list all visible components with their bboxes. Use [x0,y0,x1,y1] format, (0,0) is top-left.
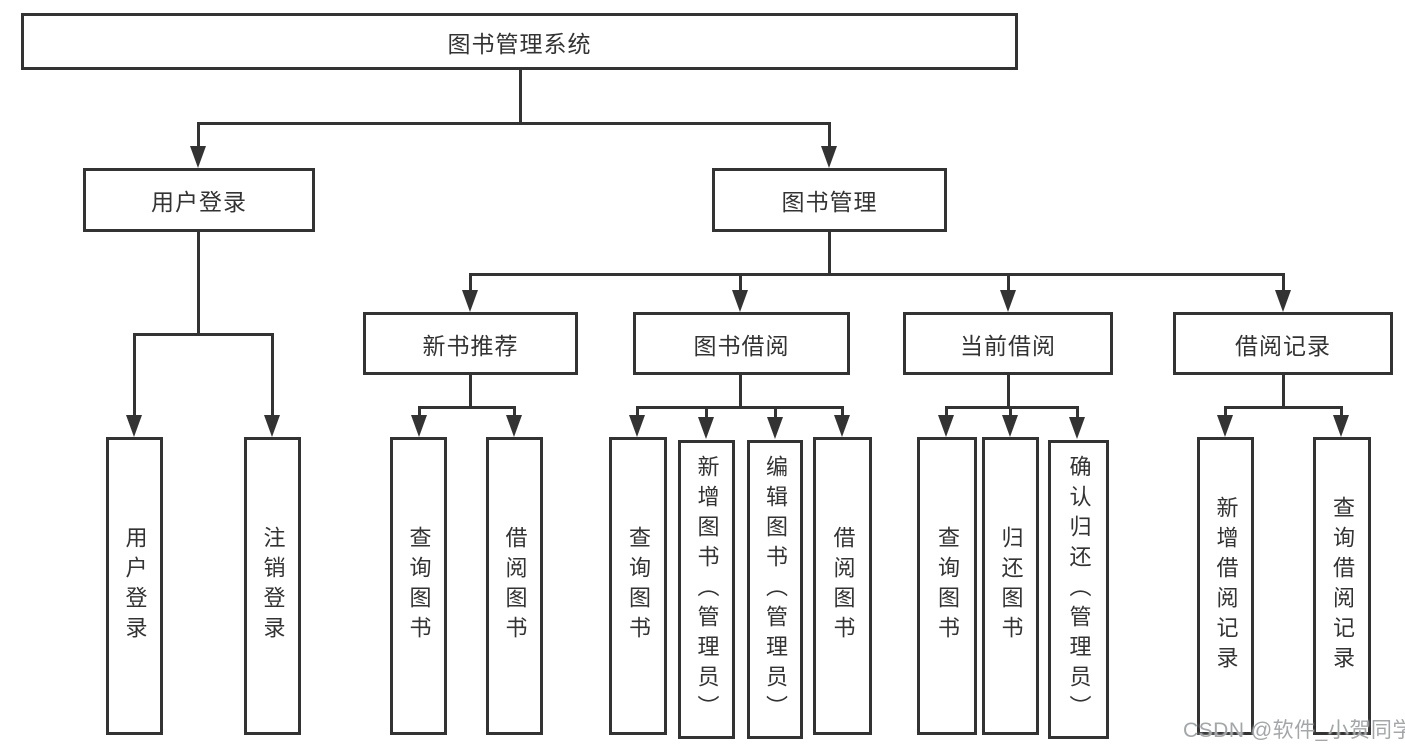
connector-line [418,406,516,409]
connector-line [418,406,421,418]
node-label: 查询图书 [406,526,432,646]
node-label: 查询图书 [935,526,960,646]
node-label: 确认归还（管理员） [1066,454,1092,725]
arrow-down-icon [629,415,645,437]
arrow-down-icon [1217,415,1233,437]
arrow-down-icon [732,290,748,312]
connector-line [636,406,844,409]
connector-line [945,406,948,418]
node-current-borrow: 当前借阅 [903,312,1113,375]
arrow-down-icon [834,415,850,437]
connector-line [513,406,516,418]
connector-line [636,406,639,418]
node-label: 当前借阅 [960,332,1056,359]
arrow-down-icon [264,415,280,437]
connector-line [945,406,1079,409]
arrow-down-icon [938,415,954,437]
connector-line [1224,406,1227,418]
connector-line [519,70,522,122]
arrow-down-icon [1333,415,1349,437]
node-label: 图书借阅 [693,332,790,359]
arrow-down-icon [126,415,142,437]
node-leaf-query-books-recommend: 查询图书 [390,437,447,735]
connector-line [1007,375,1010,406]
node-borrow-records: 借阅记录 [1173,312,1393,375]
connector-line [1007,273,1010,293]
node-label: 借阅记录 [1235,332,1331,359]
arrow-down-icon [411,415,427,437]
node-leaf-add-book-admin: 新增图书（管理员） [678,440,735,739]
connector-line [197,232,200,333]
connector-line [828,122,831,150]
connector-line [774,406,777,418]
node-label: 归还图书 [998,526,1024,646]
arrow-down-icon [1002,415,1018,437]
node-leaf-query-borrow-record: 查询借阅记录 [1313,437,1371,735]
node-leaf-borrow-books-recommend: 借阅图书 [486,437,543,735]
node-label: 借阅图书 [502,526,528,646]
node-label: 新增图书（管理员） [694,454,720,725]
connector-line [828,232,831,273]
connector-line [133,333,274,336]
connector-line [469,375,472,406]
node-label: 新书推荐 [422,332,519,359]
node-label: 查询借阅记录 [1330,496,1355,676]
node-label: 编辑图书（管理员） [763,454,788,725]
connector-line [1009,406,1012,418]
arrow-down-icon [1069,417,1085,439]
node-leaf-user-login: 用户登录 [106,437,163,735]
node-leaf-query-books-borrow: 查询图书 [609,437,667,735]
connector-line [739,375,742,406]
connector-line [1282,273,1285,293]
watermark: CSDN @软件_小贺同学 [1183,719,1405,742]
arrow-down-icon [698,417,714,439]
arrow-down-icon [767,417,783,439]
connector-line [271,333,274,417]
node-leaf-borrow-books: 借阅图书 [813,437,872,735]
connector-line [1340,406,1343,418]
node-label: 借阅图书 [830,526,856,646]
node-label: 图书管理 [781,189,878,215]
node-label: 查询图书 [626,526,651,646]
connector-line [197,122,831,125]
node-label: 用户登录 [122,526,148,646]
connector-line [197,122,200,150]
node-book-management: 图书管理 [712,168,947,232]
node-leaf-confirm-return-admin: 确认归还（管理员） [1048,440,1109,739]
node-book-borrow: 图书借阅 [633,312,850,375]
node-new-book-recommend: 新书推荐 [363,312,578,375]
connector-line [1282,375,1285,406]
node-label: 新增借阅记录 [1213,496,1239,676]
connector-line [1076,406,1079,418]
arrow-down-icon [506,415,522,437]
node-root-label: 图书管理系统 [447,30,592,57]
connector-line [469,273,1285,276]
connector-line [1224,406,1343,409]
connector-line [469,273,472,293]
arrow-down-icon [1000,290,1016,312]
node-user-login: 用户登录 [83,168,315,232]
arrow-down-icon [190,146,206,168]
connector-line [739,273,742,293]
node-leaf-add-borrow-record: 新增借阅记录 [1197,437,1254,735]
arrow-down-icon [1275,290,1291,312]
connector-line [705,406,708,418]
arrow-down-icon [462,290,478,312]
node-label: 注销登录 [260,526,286,646]
node-label: 用户登录 [151,189,247,215]
node-leaf-edit-book-admin: 编辑图书（管理员） [747,440,803,739]
node-root: 图书管理系统 [21,13,1018,70]
node-leaf-logout: 注销登录 [244,437,301,735]
arrow-down-icon [821,146,837,168]
connector-line [133,333,136,417]
node-leaf-query-books-current: 查询图书 [917,437,977,735]
connector-line [841,406,844,418]
node-leaf-return-books: 归还图书 [982,437,1039,735]
